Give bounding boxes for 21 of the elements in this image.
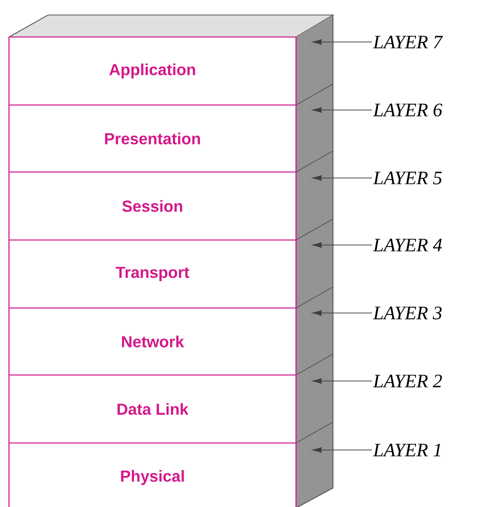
layer-label: LAYER 2 bbox=[372, 374, 442, 388]
arrow bbox=[312, 447, 372, 453]
layer-label: LAYER 7 bbox=[372, 36, 443, 48]
layer-label: LAYER 5 bbox=[372, 172, 442, 184]
arrow bbox=[312, 39, 372, 45]
layer-box: Session bbox=[8, 171, 297, 241]
layer-box: Presentation bbox=[8, 104, 297, 173]
arrow bbox=[312, 378, 372, 384]
layer-box: Network bbox=[8, 307, 297, 376]
layer-label: LAYER 6 bbox=[372, 104, 442, 116]
layer-box: Data Link bbox=[8, 374, 297, 444]
arrow bbox=[312, 107, 372, 113]
layer-box: Physical bbox=[8, 442, 297, 507]
arrow bbox=[312, 175, 372, 181]
arrow bbox=[312, 310, 372, 316]
layer-label: LAYER 3 bbox=[372, 306, 442, 320]
layer-box: Transport bbox=[8, 239, 297, 309]
arrow bbox=[312, 242, 372, 248]
layer-label: LAYER 1 bbox=[372, 444, 440, 456]
layer-box: Application bbox=[8, 36, 297, 106]
layer-label: LAYER 4 bbox=[372, 238, 442, 252]
